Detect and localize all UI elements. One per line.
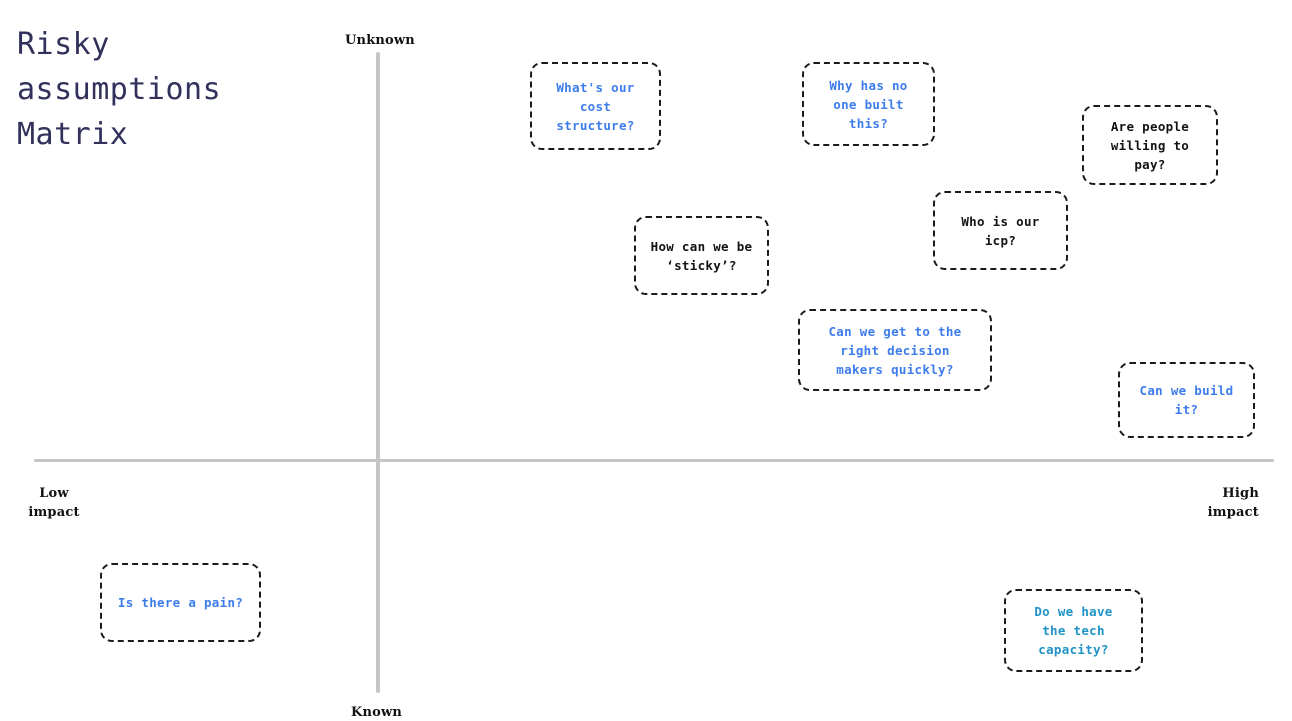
assumption-card[interactable]: How can we be ‘sticky’? <box>634 216 769 295</box>
axis-label-high-impact: High impact <box>1207 486 1259 520</box>
axis-label-low-impact: Low impact <box>28 486 80 520</box>
vertical-axis-line <box>376 52 380 693</box>
assumption-card[interactable]: Can we get to the right decision makers … <box>798 309 992 391</box>
axis-label-unknown: Unknown <box>345 33 415 48</box>
assumption-card[interactable]: Are people willing to pay? <box>1082 105 1218 185</box>
assumption-card[interactable]: Why has no one built this? <box>802 62 935 146</box>
horizontal-axis-line <box>34 459 1274 462</box>
page-title: Risky assumptions Matrix <box>17 27 222 152</box>
assumption-card[interactable]: Who is our icp? <box>933 191 1068 270</box>
axis-label-known: Known <box>351 705 403 720</box>
assumption-card[interactable]: Is there a pain? <box>100 563 261 642</box>
assumption-card[interactable]: What's our cost structure? <box>530 62 661 150</box>
assumption-card[interactable]: Can we build it? <box>1118 362 1255 438</box>
assumption-card[interactable]: Do we have the tech capacity? <box>1004 589 1143 672</box>
